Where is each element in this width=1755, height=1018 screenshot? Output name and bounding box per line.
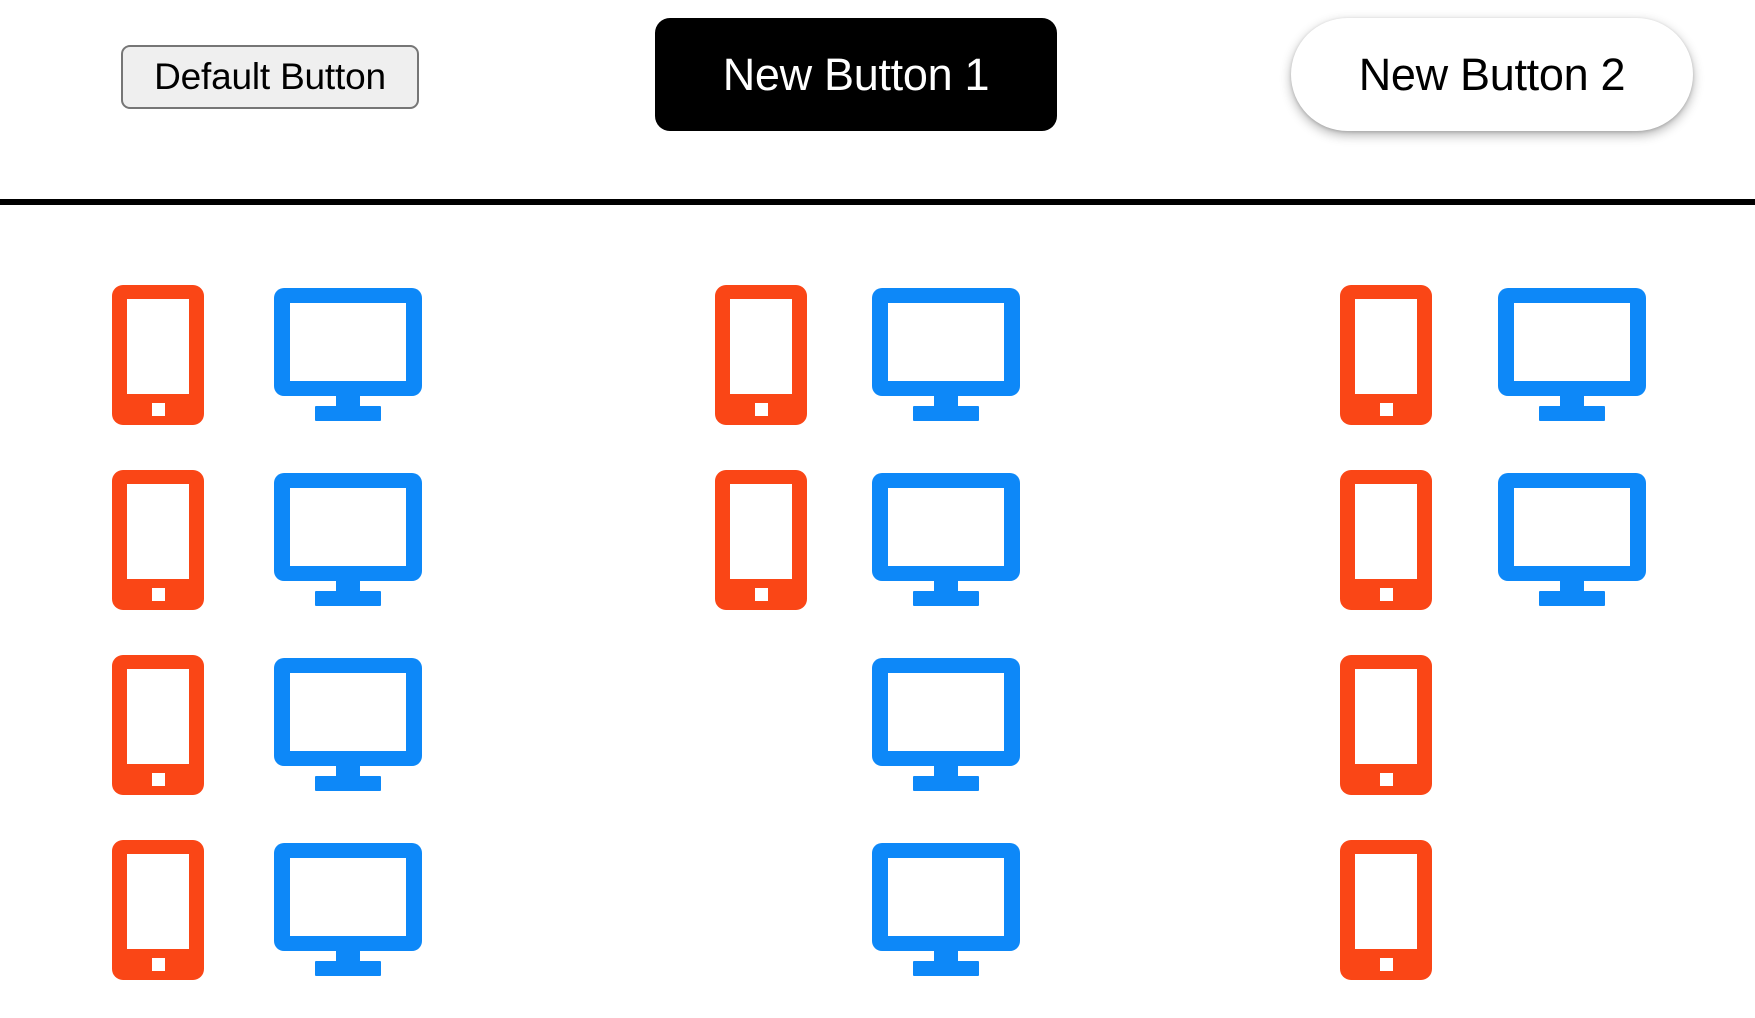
smartphone-icon	[112, 840, 204, 980]
desktop-monitor-icon	[1498, 473, 1646, 608]
smartphone-icon	[1340, 285, 1432, 425]
smartphone-icon	[715, 470, 807, 610]
device-icon-grid	[0, 205, 1755, 1018]
toolbar: Default Button New Button 1 New Button 2	[0, 0, 1755, 205]
desktop-monitor-icon	[274, 843, 422, 978]
desktop-monitor-icon	[872, 288, 1020, 423]
desktop-monitor-icon	[872, 843, 1020, 978]
smartphone-icon	[1340, 655, 1432, 795]
desktop-monitor-icon	[872, 473, 1020, 608]
new-button-1[interactable]: New Button 1	[655, 18, 1057, 131]
desktop-monitor-icon	[1498, 288, 1646, 423]
desktop-monitor-icon	[274, 473, 422, 608]
smartphone-icon	[112, 655, 204, 795]
smartphone-icon	[1340, 470, 1432, 610]
smartphone-icon	[1340, 840, 1432, 980]
default-button[interactable]: Default Button	[121, 45, 419, 109]
smartphone-icon	[112, 470, 204, 610]
new-button-2[interactable]: New Button 2	[1291, 18, 1693, 131]
desktop-monitor-icon	[274, 658, 422, 793]
toolbar-divider	[0, 199, 1755, 205]
desktop-monitor-icon	[872, 658, 1020, 793]
smartphone-icon	[112, 285, 204, 425]
desktop-monitor-icon	[274, 288, 422, 423]
smartphone-icon	[715, 285, 807, 425]
